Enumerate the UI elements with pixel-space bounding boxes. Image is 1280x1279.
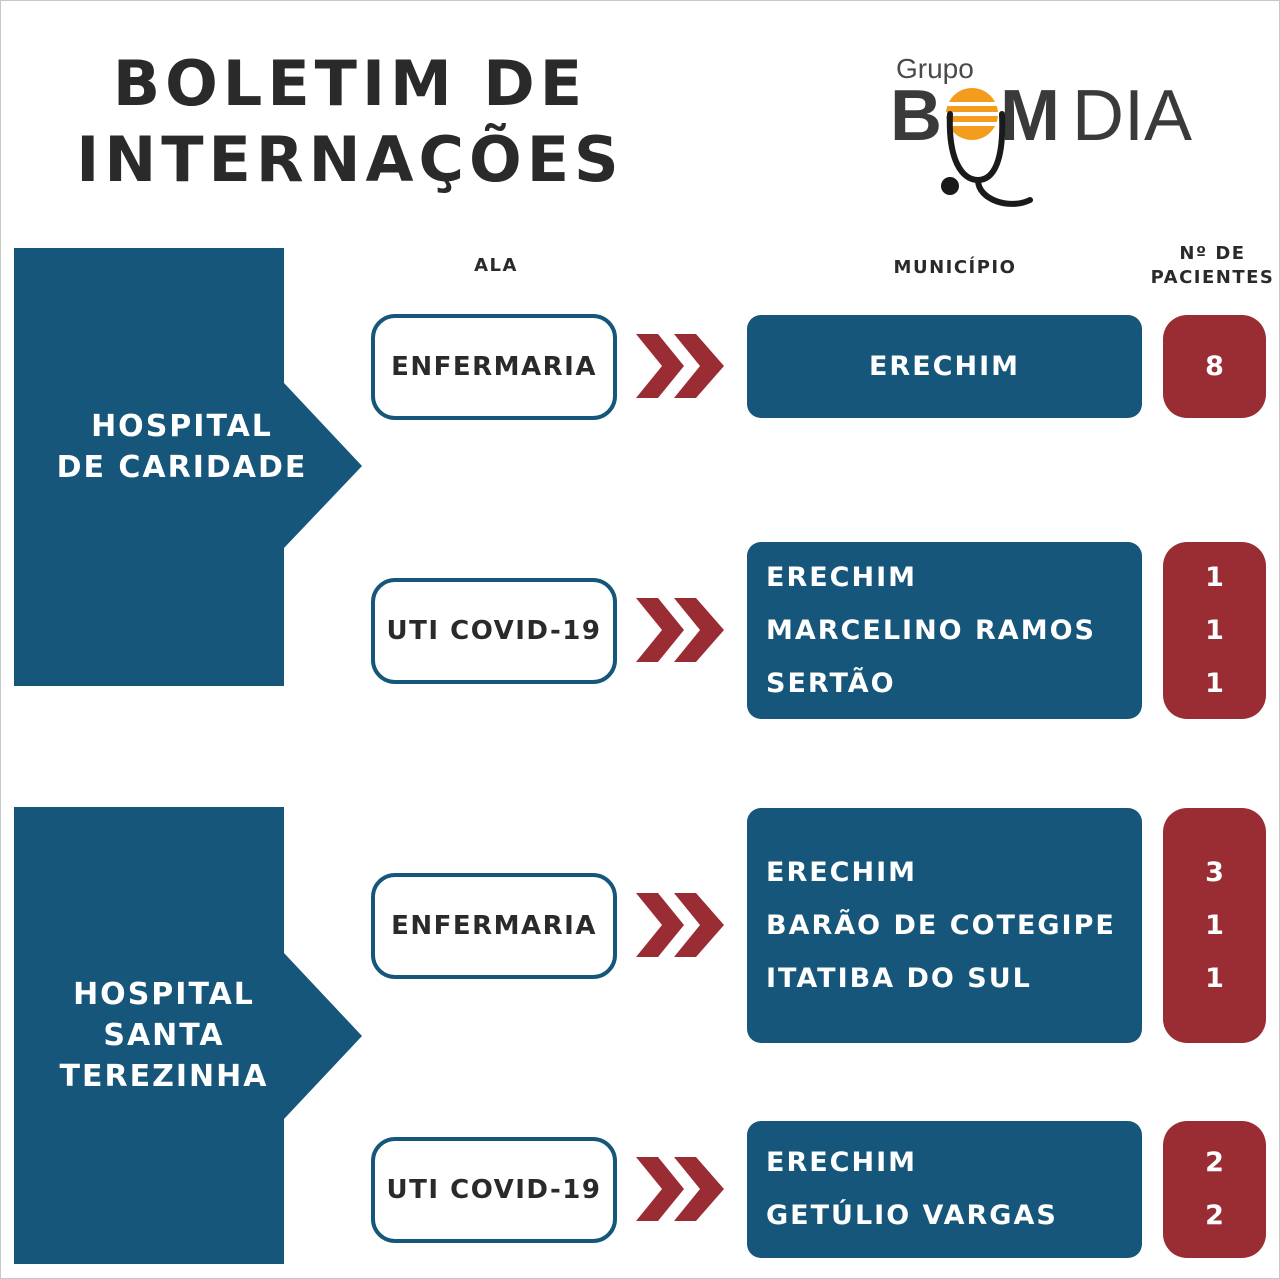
hospital-caridade-shape (14, 248, 362, 686)
municipio-name: ERECHIM (766, 562, 918, 593)
municipio-name: SERTÃO (766, 668, 896, 699)
header-municipio: MUNICÍPIO (893, 257, 1017, 278)
double-chevron-icon (636, 598, 724, 662)
municipio-name: MARCELINO RAMOS (766, 615, 1096, 646)
ward-uti-caridade: UTI COVID-19 (371, 578, 617, 684)
patient-count: 1 (1205, 910, 1224, 941)
patient-count-box: 2 2 (1163, 1121, 1266, 1258)
header-ala: ALA (474, 255, 518, 276)
page-title: BOLETIM DE INTERNAÇÕES (30, 46, 670, 198)
hospital-santa-terezinha-name: HOSPITAL SANTA TEREZINHA (14, 974, 314, 1097)
hospital-caridade-name: HOSPITAL DE CARIDADE (14, 406, 350, 488)
patient-count-box: 3 1 1 (1163, 808, 1266, 1043)
patient-count: 2 (1205, 1200, 1224, 1231)
hospital-santa-terezinha-panel: HOSPITAL SANTA TEREZINHA (14, 807, 364, 1264)
municipio-box: ERECHIM GETÚLIO VARGAS (747, 1121, 1142, 1258)
hospital-name-line: SANTA (103, 1018, 225, 1053)
header-n-line-1: Nº DE (1179, 243, 1246, 264)
municipio-box: ERECHIM (747, 315, 1142, 418)
logo-dia-text: DIA (1072, 76, 1192, 156)
grupo-bom-dia-logo: Grupo B M DIA (890, 50, 1220, 220)
title-line-1: BOLETIM DE (112, 47, 588, 120)
stethoscope-icon (941, 111, 1033, 207)
patient-count: 1 (1205, 963, 1224, 994)
patient-count: 2 (1205, 1147, 1224, 1178)
logo-m-letter: M (1000, 76, 1060, 156)
hospital-santa-terezinha-shape (14, 807, 362, 1264)
double-chevron-icon (636, 893, 724, 957)
hospital-caridade-panel: HOSPITAL DE CARIDADE (14, 248, 364, 686)
hospital-name-line: TEREZINHA (59, 1059, 269, 1094)
patient-count: 1 (1205, 562, 1224, 593)
patient-count: 8 (1205, 351, 1224, 382)
logo-b-letter: B (890, 76, 942, 156)
header-n-line-2: PACIENTES (1150, 267, 1275, 288)
municipio-name: ITATIBA DO SUL (766, 963, 1032, 994)
logo-graphic: Grupo B M DIA (890, 53, 1192, 207)
municipio-box: ERECHIM BARÃO DE COTEGIPE ITATIBA DO SUL (747, 808, 1142, 1043)
municipio-box: ERECHIM MARCELINO RAMOS SERTÃO (747, 542, 1142, 719)
patient-count: 1 (1205, 668, 1224, 699)
municipio-name: ERECHIM (766, 857, 918, 888)
hospital-name-line: HOSPITAL (91, 409, 273, 444)
ward-uti-terezinha: UTI COVID-19 (371, 1137, 617, 1243)
municipio-name: BARÃO DE COTEGIPE (766, 910, 1116, 941)
sun-icon (942, 88, 1002, 140)
patient-count: 3 (1205, 857, 1224, 888)
patient-count-box: 8 (1163, 315, 1266, 418)
patient-count-box: 1 1 1 (1163, 542, 1266, 719)
title-line-2: INTERNAÇÕES (76, 123, 624, 196)
ward-enfermaria-caridade: ENFERMARIA (371, 314, 617, 420)
hospital-name-line: DE CARIDADE (56, 450, 308, 485)
patient-count: 1 (1205, 615, 1224, 646)
municipio-name: ERECHIM (766, 1147, 918, 1178)
municipio-name: GETÚLIO VARGAS (766, 1200, 1058, 1231)
logo-grupo-text: Grupo (896, 53, 974, 84)
municipio-name: ERECHIM (868, 351, 1020, 382)
double-chevron-icon (636, 334, 724, 398)
ward-enfermaria-terezinha: ENFERMARIA (371, 873, 617, 979)
double-chevron-icon (636, 1157, 724, 1221)
hospital-name-line: HOSPITAL (73, 977, 255, 1012)
header-n-pacientes: Nº DE PACIENTES (1140, 242, 1280, 290)
